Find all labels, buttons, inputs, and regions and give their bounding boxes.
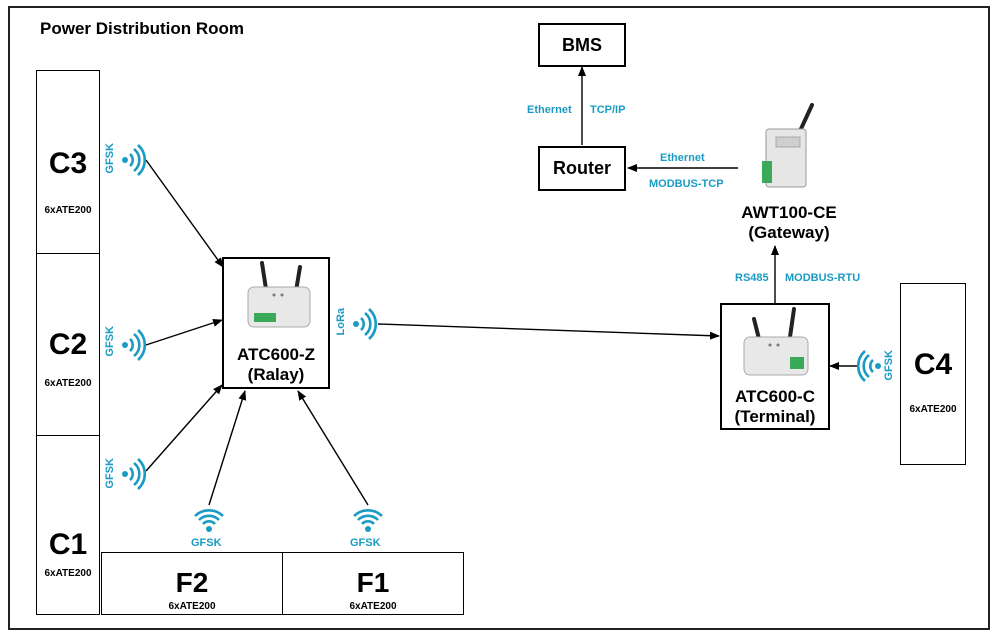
panel-c2: C2 6xATE200 <box>36 253 100 436</box>
diagram-frame <box>8 6 990 630</box>
relay-device: ATC600-Z (Ralay) <box>222 257 330 389</box>
gateway-device-icon <box>762 103 814 188</box>
modbus-rtu-label: MODBUS-RTU <box>785 272 861 284</box>
panel-c1: C1 6xATE200 <box>36 435 100 615</box>
panel-f2-sub: 6xATE200 <box>168 601 216 612</box>
room-title: Power Distribution Room <box>40 19 244 38</box>
panel-c2-sub: 6xATE200 <box>44 378 92 389</box>
panel-c3-sub: 6xATE200 <box>44 205 92 216</box>
ethernet-label-router: Ethernet <box>660 152 705 164</box>
panel-c4-sub: 6xATE200 <box>909 404 957 415</box>
wifi-icon <box>193 508 225 534</box>
wireless-signal-icon <box>351 307 378 341</box>
gateway-label-2: (Gateway) <box>748 223 830 242</box>
lora-label: LoRa <box>335 308 347 336</box>
modbus-tcp-label: MODBUS-TCP <box>649 178 724 190</box>
panel-f1: F1 6xATE200 <box>282 552 464 615</box>
tcpip-label: TCP/IP <box>590 104 626 116</box>
panel-f1-name: F1 <box>356 567 390 598</box>
wireless-signal-icon <box>120 143 147 177</box>
rs485-label: RS485 <box>735 272 769 284</box>
ethernet-label-bms: Ethernet <box>527 104 572 116</box>
relay-label-1: ATC600-Z <box>236 345 316 364</box>
gfsk-label-f2: GFSK <box>191 537 222 549</box>
gfsk-label-f1: GFSK <box>350 537 381 549</box>
terminal-label-2: (Terminal) <box>734 407 816 426</box>
link-relay-terminal <box>377 323 720 340</box>
wireless-module-icon <box>743 307 809 376</box>
panel-c1-sub: 6xATE200 <box>44 568 92 579</box>
wireless-signal-icon <box>120 457 147 491</box>
gateway-label-1: AWT100-CE <box>741 203 837 222</box>
wireless-signal-icon <box>856 349 883 383</box>
gfsk-label-c3: GFSK <box>104 143 116 174</box>
panel-f2: F2 6xATE200 <box>101 552 283 615</box>
panel-c2-name: C2 <box>48 328 88 361</box>
panel-f2-name: F2 <box>175 567 209 598</box>
terminal-label-1: ATC600-C <box>735 387 815 406</box>
gfsk-label-c2: GFSK <box>104 326 116 357</box>
wifi-icon <box>352 508 384 534</box>
gfsk-label-c4: GFSK <box>883 350 895 381</box>
link-f2-relay <box>208 390 247 506</box>
bms-box: BMS <box>538 23 626 67</box>
terminal-device: ATC600-C (Terminal) <box>720 303 830 430</box>
panel-f1-sub: 6xATE200 <box>349 601 397 612</box>
panel-c1-name: C1 <box>48 528 88 561</box>
link-c1-relay <box>145 384 223 472</box>
panel-c4: C4 6xATE200 <box>900 283 966 465</box>
relay-label-2: (Ralay) <box>247 365 305 384</box>
link-f1-relay <box>297 390 369 506</box>
panel-c3-name: C3 <box>48 147 88 180</box>
panel-c4-name: C4 <box>913 348 953 381</box>
wireless-signal-icon <box>120 328 147 362</box>
panel-c3: C3 6xATE200 <box>36 70 100 254</box>
wireless-module-icon <box>247 261 311 328</box>
link-c3-relay <box>145 159 224 268</box>
link-c2-relay <box>145 319 223 346</box>
router-box: Router <box>538 146 626 191</box>
gfsk-label-c1: GFSK <box>104 458 116 489</box>
